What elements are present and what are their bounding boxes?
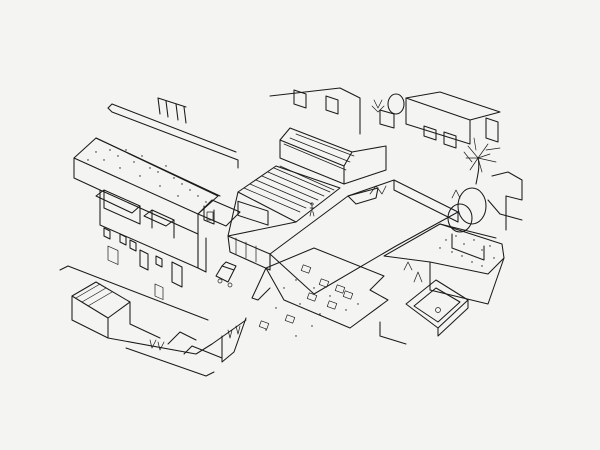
- shrub-marks: [369, 185, 461, 283]
- upper-central-roof: [269, 87, 387, 185]
- roof-texture-right: [439, 235, 495, 267]
- lower-left-houses: [59, 265, 247, 355]
- right-side-block: [487, 171, 523, 231]
- palm-tree: [463, 137, 501, 185]
- roof-texture-center: [265, 279, 359, 337]
- person-figure: [309, 202, 315, 217]
- right-lower-roof: [383, 223, 505, 305]
- walled-courtyard: [379, 279, 469, 345]
- street-lines: [125, 317, 247, 377]
- left-main-building: [73, 137, 241, 300]
- central-stepped-roof: [227, 165, 341, 271]
- upper-dormer-row: [237, 200, 269, 226]
- right-upper-houses: [371, 91, 501, 149]
- parked-car: [215, 261, 237, 288]
- roof-texture-left: [87, 149, 207, 203]
- lower-center-roof: [251, 247, 389, 330]
- round-shrubs: [447, 187, 487, 261]
- central-flat-roof: [269, 179, 459, 295]
- upper-left-roof: [107, 97, 239, 169]
